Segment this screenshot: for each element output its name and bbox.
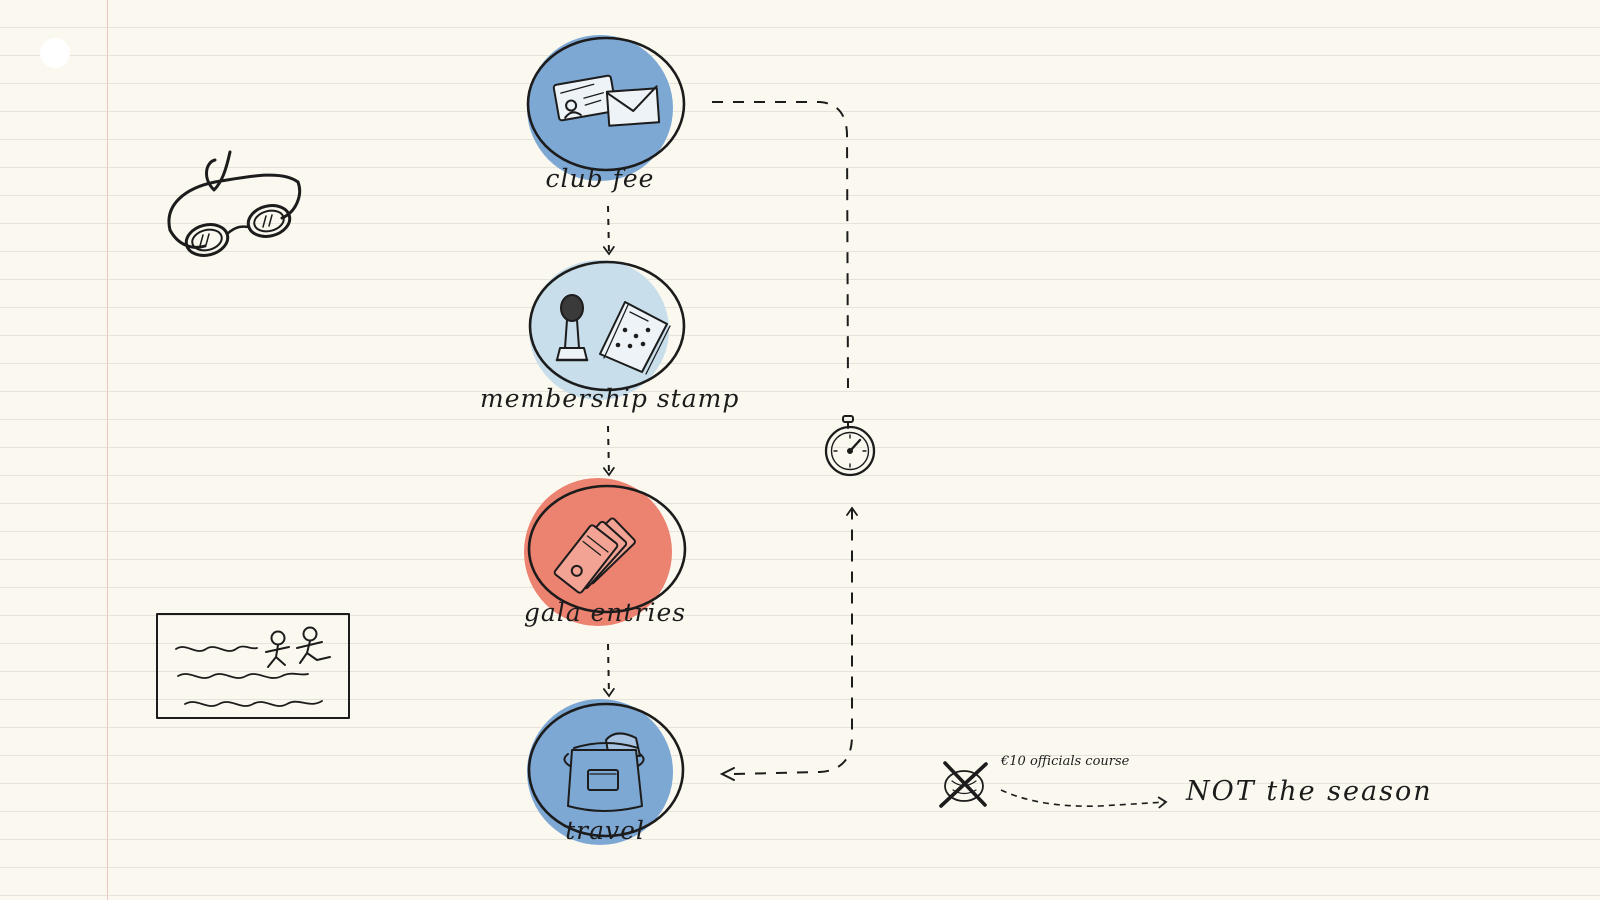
node-label-club-fee: club fee — [545, 164, 655, 193]
crossed-out-coin-icon — [939, 761, 988, 808]
node-gala-entries — [524, 478, 687, 626]
swimmers-pool-sign-icon — [156, 613, 350, 719]
officials-course-note: €10 officials course — [1001, 754, 1130, 769]
travel-bag-icon — [563, 732, 645, 812]
arrow-gala-entries-to-travel — [602, 643, 615, 698]
swim-goggles-icon — [167, 150, 302, 257]
membership-card-envelope-icon — [552, 74, 661, 127]
node-label-gala-entries: gala entries — [523, 598, 687, 627]
punch-hole — [40, 38, 70, 68]
node-travel — [527, 699, 685, 845]
notebook-margin-line — [107, 0, 108, 900]
arrow-to-not-the-season — [1000, 789, 1168, 809]
node-label-travel: travel — [565, 816, 645, 845]
stopwatch-icon — [824, 415, 876, 477]
arrow-club-fee-to-membership-stamp — [602, 205, 615, 256]
node-membership-stamp — [528, 260, 686, 400]
arrow-into-travel — [719, 767, 735, 781]
arrow-membership-stamp-to-gala-entries — [602, 425, 615, 477]
node-label-membership-stamp: membership stamp — [480, 384, 740, 413]
loop-line-travel-to-stopwatch — [733, 506, 858, 775]
rubber-stamp-booklet-icon — [555, 294, 671, 375]
gala-tickets-icon — [553, 517, 636, 594]
loop-line-club-fee-to-stopwatch — [712, 101, 849, 389]
not-the-season-note: NOT the season — [1186, 776, 1433, 807]
node-club-fee — [526, 35, 686, 181]
